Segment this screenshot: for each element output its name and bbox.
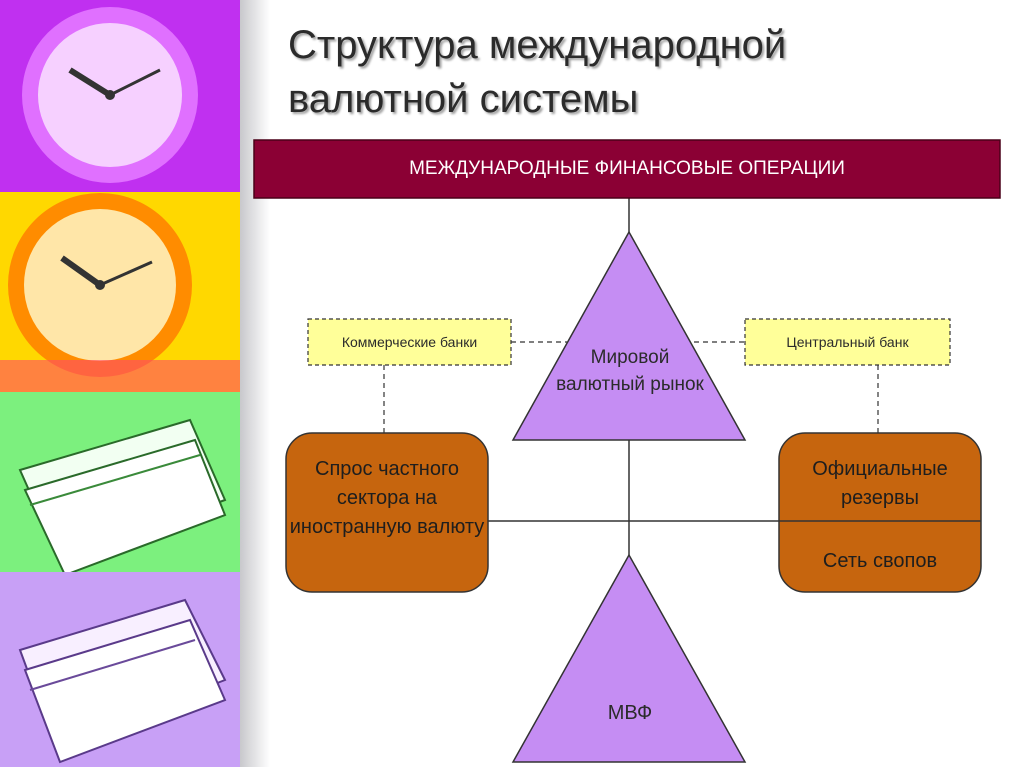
papers-icon: [0, 572, 240, 767]
international-operations-label: МЕЖДУНАРОДНЫЕ ФИНАНСОВЫЕ ОПЕРАЦИИ: [409, 158, 845, 179]
slide-title-line-1: Структура международной: [288, 23, 787, 67]
commercial-banks-box: [307, 318, 512, 366]
central-bank-box: [744, 318, 951, 366]
central-bank-label: Центральный банк: [786, 334, 909, 350]
strip-shadow: [240, 0, 270, 767]
reserves-box: [778, 432, 982, 593]
official-reserves-label: Официальные резервы: [812, 458, 948, 509]
clock-icon: [22, 7, 198, 183]
papers-icon: [0, 392, 240, 577]
private-demand-label: Спрос частного сектора на иностранную ва…: [289, 458, 485, 538]
slide-title: Структура международной валютной системы: [288, 18, 988, 126]
swap-network-label: Сеть свопов: [822, 550, 938, 572]
imf-label: МВФ: [607, 702, 653, 724]
slide-title-line-2: валютной системы: [288, 77, 639, 121]
decorative-image-strip: [0, 0, 240, 767]
private-demand-box: [285, 432, 489, 593]
imf-triangle: [511, 553, 747, 763]
world-market-triangle: [511, 230, 747, 441]
world-market-label: Мировой валютный рынок: [556, 347, 704, 395]
clock-icon: [0, 193, 240, 392]
commercial-banks-label: Коммерческие банки: [341, 334, 478, 350]
international-operations-box: [253, 139, 1001, 199]
